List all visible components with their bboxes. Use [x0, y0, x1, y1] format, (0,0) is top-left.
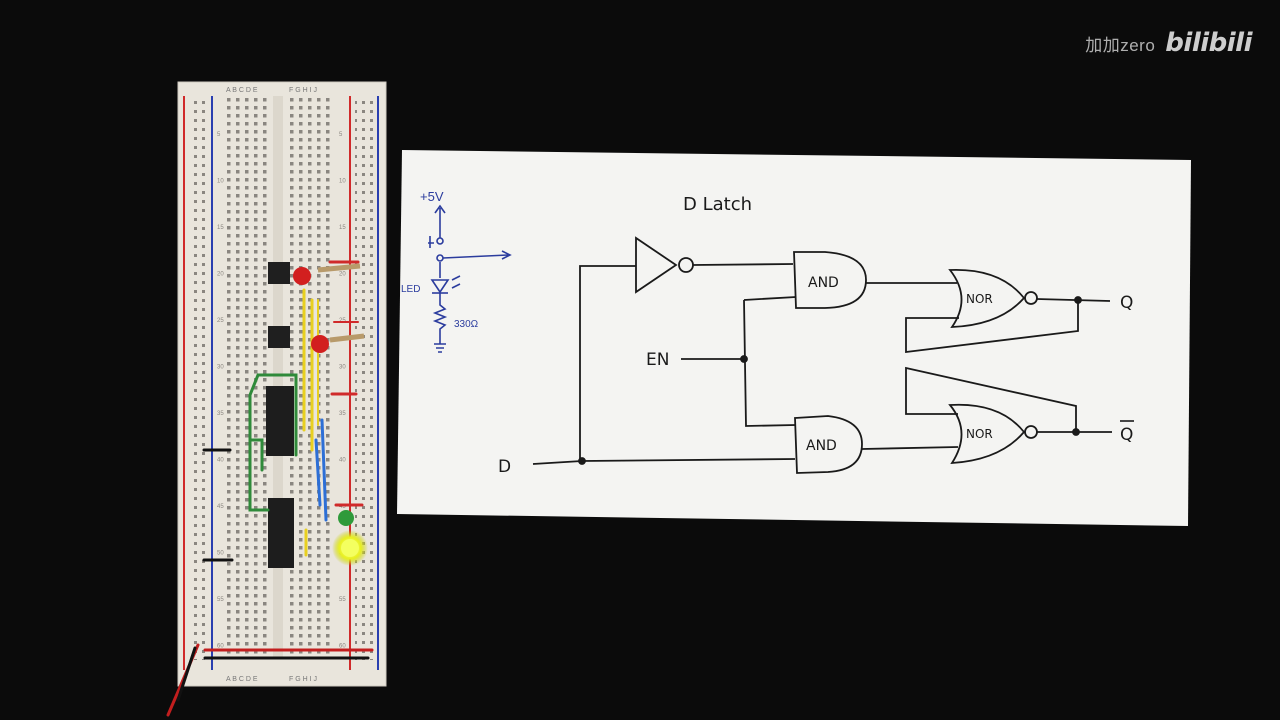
row-number: 15	[217, 225, 224, 231]
column-labels-right-bottom: F G H I J	[289, 676, 317, 683]
and-gate-bottom-label: AND	[806, 438, 837, 454]
row-number: 10	[217, 179, 224, 185]
row-number: 35	[217, 411, 224, 417]
row-number: 60	[217, 644, 224, 650]
bilibili-logo: bilibili	[1165, 28, 1252, 58]
led-label: LED	[401, 284, 420, 295]
paper-schematic: D Latch +5V LED 330Ω	[397, 150, 1191, 526]
led-red-lower	[311, 335, 329, 353]
pushbutton-lower	[268, 326, 290, 348]
wire-blue	[320, 418, 328, 522]
row-number: 5	[339, 132, 343, 138]
and-gate-bottom	[794, 415, 863, 474]
nor-gate-bottom	[948, 403, 1026, 465]
ic-chip-lower	[268, 498, 294, 568]
row-number: 20	[217, 272, 224, 278]
row-number: 60	[339, 644, 346, 650]
row-number: 15	[339, 225, 346, 231]
wire-green	[248, 373, 298, 512]
row-number: 45	[339, 504, 346, 510]
input-circuit-sketch: +5V LED 330Ω	[401, 189, 512, 353]
ic-chip-upper	[266, 386, 294, 456]
row-number: 55	[217, 597, 224, 603]
terminal-strip-right	[286, 96, 334, 658]
column-labels-left-top: A B C D E	[226, 87, 258, 94]
row-number: 25	[217, 318, 224, 324]
and-gate-top	[793, 251, 867, 309]
led-yellow-lit	[341, 539, 359, 557]
row-number: 50	[217, 551, 224, 557]
q-bar-output-label: Q	[1120, 425, 1133, 445]
row-number: 55	[339, 597, 346, 603]
row-number: 40	[217, 458, 224, 464]
logic-diagram	[532, 236, 1112, 474]
resistors	[317, 263, 365, 343]
resistor-label: 330Ω	[454, 319, 479, 330]
d-input-label: D	[498, 457, 511, 477]
pushbutton-upper	[268, 262, 290, 284]
not-gate	[635, 236, 678, 294]
row-number: 10	[339, 179, 346, 185]
row-number: 20	[339, 272, 346, 278]
en-input-label: EN	[646, 350, 669, 370]
nor-gate-bottom-label: NOR	[966, 427, 993, 441]
row-number: 30	[217, 365, 224, 371]
nor-gate-top-label: NOR	[966, 292, 993, 306]
paper-sheet	[397, 150, 1191, 526]
column-labels-left-bottom: A B C D E	[226, 676, 258, 683]
power-label: +5V	[420, 189, 444, 204]
watermark: 加加zero bilibili	[1085, 28, 1252, 58]
schematic-title: D Latch	[683, 194, 752, 215]
nor-gate-top	[948, 269, 1026, 328]
q-output-label: Q	[1120, 293, 1133, 313]
uploader-name: 加加zero	[1085, 35, 1156, 55]
terminal-strip-left	[222, 96, 270, 658]
led-red-upper	[293, 267, 311, 285]
led-green	[338, 510, 354, 526]
row-number: 35	[339, 411, 346, 417]
column-labels-right-top: F G H I J	[289, 87, 317, 94]
row-number: 5	[217, 132, 221, 138]
jumper-wires	[166, 260, 374, 717]
center-channel	[273, 96, 283, 658]
and-gate-top-label: AND	[808, 275, 839, 291]
row-number: 30	[339, 365, 346, 371]
breadboard: A B C D E F G H I J A B C D E F G H I J …	[166, 81, 387, 717]
row-number: 40	[339, 458, 346, 464]
row-number: 45	[217, 504, 224, 510]
